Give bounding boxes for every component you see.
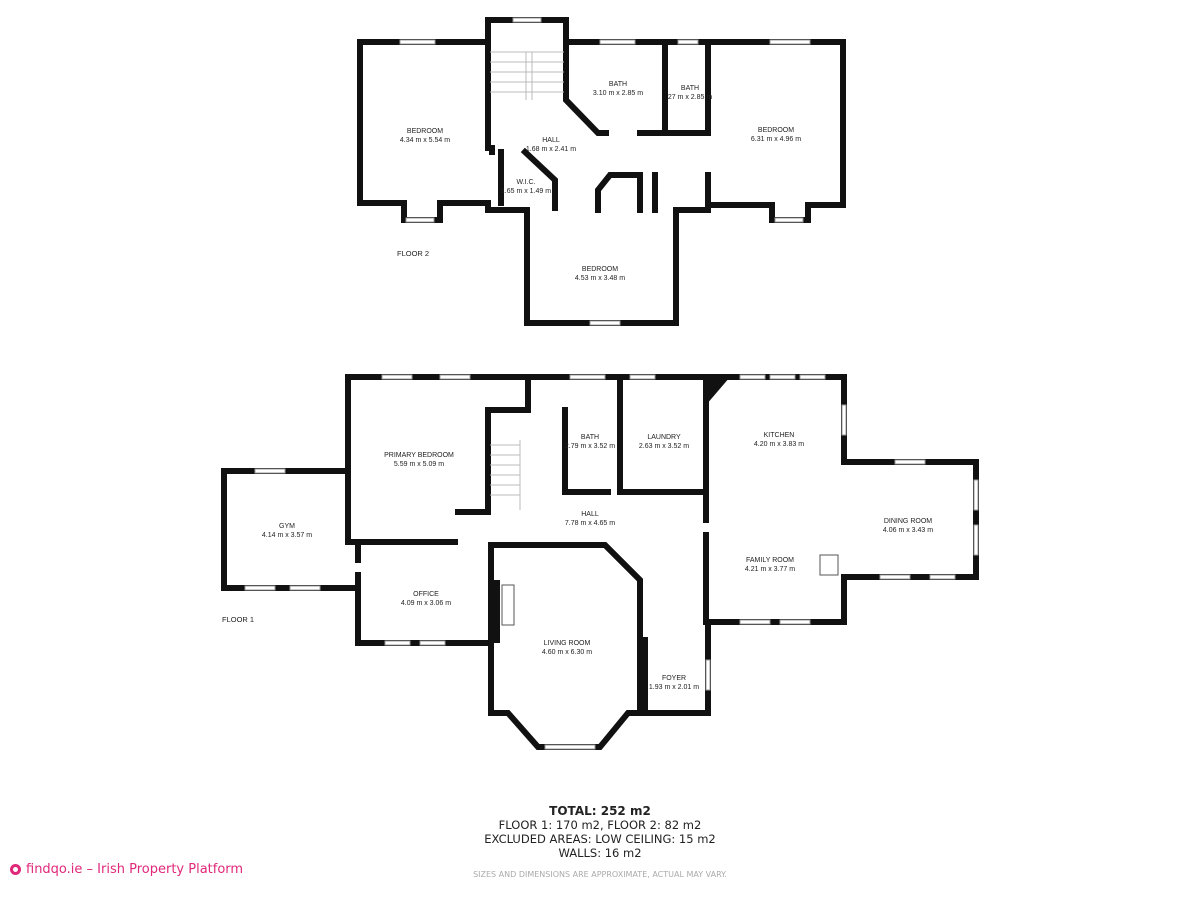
room-dims: 1.93 m x 2.01 m: [649, 684, 699, 691]
room-name: DINING ROOM: [884, 518, 932, 525]
brand-link[interactable]: findqo.ie – Irish Property Platform: [10, 862, 243, 877]
floor-label: FLOOR 2: [397, 249, 429, 258]
room-dims: 2.79 m x 3.52 m: [565, 443, 615, 450]
fireplace-icon: [819, 554, 839, 576]
location-globe-icon: [10, 864, 21, 875]
fireplace-icon: [501, 584, 515, 626]
floor1-windows: [244, 374, 979, 750]
floor1-labels: FLOOR 1 PRIMARY BEDROOM 5.59 m x 5.09 m …: [222, 432, 933, 691]
room-dims: 4.60 m x 6.30 m: [542, 649, 592, 656]
brand-text: findqo.ie – Irish Property Platform: [26, 862, 244, 877]
floor2-walls: [357, 17, 846, 326]
room-name: BEDROOM: [758, 127, 794, 134]
room-name: LIVING ROOM: [544, 640, 591, 647]
room-name: PRIMARY BEDROOM: [384, 452, 454, 459]
room-name: FAMILY ROOM: [746, 557, 794, 564]
room-dims: 27 m x 2.85 m: [668, 94, 713, 101]
room-name: BEDROOM: [582, 266, 618, 273]
floor-label: FLOOR 1: [222, 615, 254, 624]
room-name: GYM: [279, 523, 295, 530]
floor1-stairs: [490, 440, 521, 510]
total-area: TOTAL: 252 m2: [549, 804, 651, 818]
room-dims: 1.68 m x 2.41 m: [526, 146, 576, 153]
floor1-walls: [221, 374, 979, 750]
room-dims: 4.34 m x 5.54 m: [400, 137, 450, 144]
excluded-areas: EXCLUDED AREAS: LOW CEILING: 15 m2: [484, 832, 716, 846]
room-dims: 4.53 m x 3.48 m: [575, 275, 625, 282]
room-name: HALL: [581, 511, 599, 518]
room-dims: 4.14 m x 3.57 m: [262, 532, 312, 539]
disclaimer: SIZES AND DIMENSIONS ARE APPROXIMATE, AC…: [473, 870, 727, 879]
room-name: BATH: [581, 434, 599, 441]
room-dims: 3.10 m x 2.85 m: [593, 90, 643, 97]
room-name: FOYER: [662, 675, 686, 682]
room-name: BATH: [609, 81, 627, 88]
room-name: KITCHEN: [764, 432, 795, 439]
room-name: HALL: [542, 137, 560, 144]
room-name: OFFICE: [413, 591, 439, 598]
room-dims: 2.63 m x 3.52 m: [639, 443, 689, 450]
floor-areas: FLOOR 1: 170 m2, FLOOR 2: 82 m2: [498, 818, 702, 832]
room-dims: 4.21 m x 3.77 m: [745, 566, 795, 573]
room-dims: 7.78 m x 4.65 m: [565, 520, 615, 527]
room-dims: 5.59 m x 5.09 m: [394, 461, 444, 468]
room-dims: 4.20 m x 3.83 m: [754, 441, 804, 448]
room-dims: 1.65 m x 1.49 m: [501, 188, 551, 195]
floor2-windows: [399, 17, 811, 326]
room-name: BATH: [681, 85, 699, 92]
walls-area: WALLS: 16 m2: [558, 846, 642, 860]
room-dims: 4.09 m x 3.06 m: [401, 600, 451, 607]
room-name: W.I.C.: [516, 179, 535, 186]
room-name: BEDROOM: [407, 128, 443, 135]
floor2-labels: FLOOR 2 BEDROOM 4.34 m x 5.54 m BATH 3.1…: [397, 81, 801, 282]
room-dims: 4.06 m x 3.43 m: [883, 527, 933, 534]
room-dims: 6.31 m x 4.96 m: [751, 136, 801, 143]
floor2-stairs: [490, 51, 564, 100]
room-name: LAUNDRY: [647, 434, 681, 441]
